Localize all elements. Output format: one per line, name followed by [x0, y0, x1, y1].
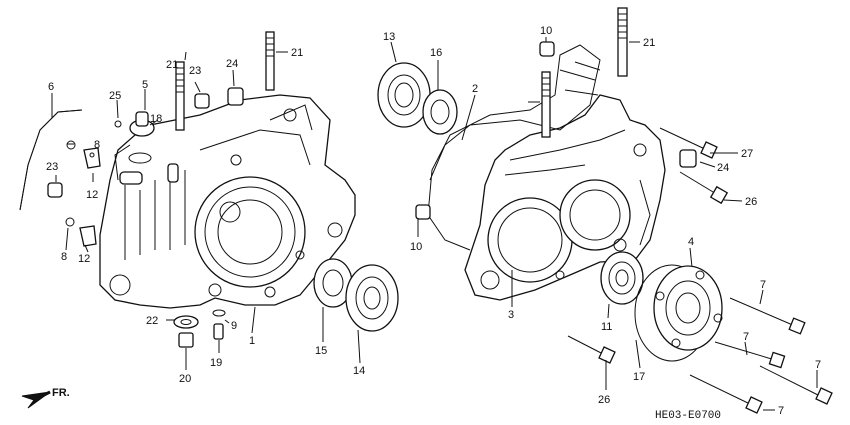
label-14: 14	[353, 365, 365, 377]
stud-bolts	[175, 7, 628, 138]
label-21c: 21	[643, 37, 655, 49]
drain-bolts	[173, 309, 226, 348]
label-24b: 24	[717, 162, 729, 174]
label-13: 13	[383, 31, 395, 43]
upper-bearings	[377, 62, 458, 135]
lower-bearings	[313, 258, 399, 332]
label-7d: 7	[778, 405, 784, 417]
label-23a: 23	[189, 65, 201, 77]
label-7c: 7	[815, 359, 821, 371]
label-18: 18	[150, 113, 162, 125]
oil-filler-cap	[128, 111, 155, 164]
label-16: 16	[430, 47, 442, 59]
label-8b: 8	[61, 251, 67, 263]
label-12b: 12	[78, 253, 90, 265]
label-22: 22	[146, 315, 158, 327]
label-10b: 10	[410, 241, 422, 253]
right-crankcase	[464, 94, 666, 301]
label-8a: 8	[94, 139, 100, 151]
callout-labels: 1 2 3 4 5 6 7 7 7 7 8 8 9 10 10 11 12 12…	[46, 25, 821, 417]
leader-lines	[51, 37, 818, 411]
label-24a: 24	[226, 58, 238, 70]
gasket	[427, 44, 601, 251]
bearing-11	[600, 251, 644, 305]
bearing-holder	[634, 264, 723, 362]
label-17: 17	[633, 371, 645, 383]
label-9: 9	[231, 320, 237, 332]
direction-label: FR.	[52, 387, 70, 399]
label-21b: 21	[291, 47, 303, 59]
label-6: 6	[48, 81, 54, 93]
label-5: 5	[142, 79, 148, 91]
left-crankcase	[99, 94, 356, 309]
label-21a: 21	[166, 59, 178, 71]
diagram-code: HE03-E0700	[655, 410, 721, 422]
label-23b: 23	[46, 161, 58, 173]
front-direction-arrow	[21, 390, 51, 409]
label-2: 2	[472, 83, 478, 95]
label-26a: 26	[745, 196, 757, 208]
label-15: 15	[315, 345, 327, 357]
label-4: 4	[688, 236, 694, 248]
label-19: 19	[210, 357, 222, 369]
dowel-pins	[47, 41, 697, 220]
label-3: 3	[508, 309, 514, 321]
bolts	[567, 127, 833, 414]
label-7b: 7	[743, 331, 749, 343]
label-20: 20	[179, 373, 191, 385]
label-27: 27	[741, 148, 753, 160]
label-25: 25	[109, 90, 121, 102]
label-26b: 26	[598, 394, 610, 406]
label-10a: 10	[540, 25, 552, 37]
label-1: 1	[249, 335, 255, 347]
label-7a: 7	[760, 279, 766, 291]
label-12a: 12	[86, 189, 98, 201]
clamps	[65, 120, 122, 247]
label-11: 11	[601, 321, 612, 333]
